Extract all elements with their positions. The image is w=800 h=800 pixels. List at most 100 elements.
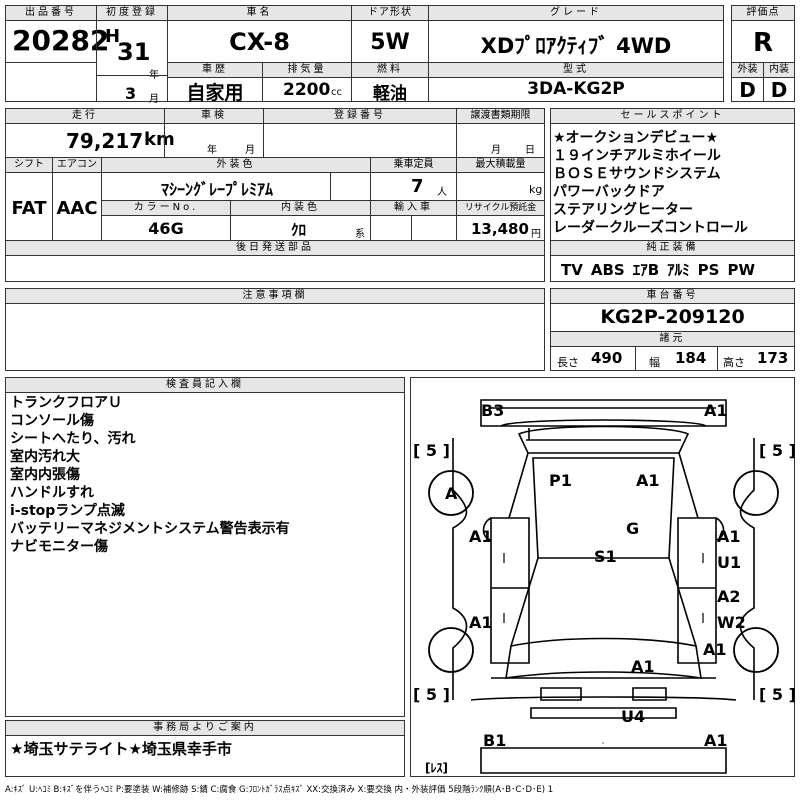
equipment-item: ｱﾙﾐ (667, 261, 690, 279)
door-cell: ドア形状 5W (351, 5, 429, 63)
office-notes-value: ★埼玉サテライト★埼玉県幸手市 (10, 740, 232, 758)
history-value: 自家用 (186, 82, 244, 104)
score-label: 評価点 (732, 6, 794, 21)
inspector-notes-label: 検査員記入欄 (6, 378, 404, 393)
later-parts-cell: 後日発送部品 (5, 240, 545, 282)
chassis-box: 車台番号 KG2P-209120 諸元 長さ 490 幅 184 高さ 173 (550, 288, 795, 371)
model-type-cell: 型式 3DA-KG2P (428, 62, 724, 102)
exterior-grade-cell: 外装 D (731, 62, 764, 102)
score-cell: 評価点 R (731, 5, 795, 63)
inspector-notes-box: 検査員記入欄 トランクフロアＵ コンソール傷シートへたり、汚れ室内汚れ大室内内張傷… (5, 377, 405, 717)
inspection-label: 車検 (165, 109, 263, 124)
inspector-note-item: トランクフロアＵ (10, 395, 122, 411)
damage-S1: S1 (594, 547, 617, 566)
recycle-value: 13,480 (471, 220, 529, 238)
damage-diagram: B3 A1 [ 5 ] [ 5 ] A P1 A1 G A1 A1 U1 S1 … (410, 377, 796, 777)
mileage-cell: 走行 79,217 km (5, 108, 175, 158)
inspector-note-item: ハンドルすれ (10, 485, 94, 501)
equipment-item: PS (697, 261, 720, 279)
displacement-value: 2200 (283, 80, 331, 100)
sales-points-label: セールスポイント (551, 109, 794, 124)
width-value: 184 (675, 349, 707, 367)
transfer-cell: 譲渡書類期限 月 日 (456, 108, 545, 158)
inspector-note-item: シートへたり、汚れ (10, 431, 136, 447)
grade-cell: グレード XDﾌﾟﾛｱｸﾃｨﾌﾞ 4WD (428, 5, 724, 63)
history-cell: 車歴 自家用 (167, 62, 263, 104)
persons-unit: 人 (437, 187, 447, 198)
legend: A:ｷｽﾞ U:ﾍｺﾐ B:ｷｽﾞを伴うﾍｺﾐ P:要塗装 W:補修跡 S:錆 … (5, 785, 554, 795)
width-label: 幅 (649, 356, 660, 369)
first-reg-label: 初度登録 (97, 6, 167, 21)
specs-label: 諸元 (551, 331, 794, 347)
mileage-value: 79,217 (66, 129, 144, 153)
damage-A1-roof: A1 (636, 471, 660, 490)
car-name-cell: 車名 CX-8 (167, 5, 352, 63)
capacity-cell: 乗車定員 7 人 (370, 157, 457, 201)
shift-cell: シフト FAT (5, 157, 53, 241)
length-label: 長さ (557, 356, 579, 369)
equipment-item: PW (727, 261, 755, 279)
notes-label: 注意事項欄 (6, 289, 544, 304)
color-no-value: 46G (148, 219, 184, 238)
inspection-year-unit: 年 (207, 145, 217, 156)
inspector-note-item: 室内内張傷 (10, 467, 80, 483)
reg-no-label: 登録番号 (264, 109, 456, 124)
inspector-note-item: ナビモニター傷 (10, 539, 108, 555)
shift-value: FAT (11, 198, 47, 219)
damage-U4: U4 (621, 707, 645, 726)
interior-color-cell: 内装色 ｸﾛ 系 (230, 200, 371, 241)
aircon-value: AAC (56, 198, 98, 219)
office-notes-label: 事務局よりご案内 (6, 721, 404, 736)
spare-tire: [ﾚｽ] (425, 761, 448, 775)
sales-point-item: レーダークルーズコントロール (553, 220, 748, 236)
interior-color-label: 内装色 (231, 201, 370, 216)
inspector-note-item: 室内汚れ大 (10, 449, 80, 465)
displacement-cell: 排気量 2200 cc (262, 62, 352, 102)
fuel-label: 燃料 (352, 63, 428, 78)
sales-point-item: ステアリングヒーター (553, 202, 693, 218)
grade-value: XDﾌﾟﾛｱｸﾃｨﾌﾞ 4WD (480, 34, 672, 58)
sales-point-item: １９インチアルミホイール (553, 148, 721, 164)
inspector-note-item: コンソール傷 (10, 413, 94, 429)
damage-B1: B1 (483, 731, 506, 750)
grade-label: グレード (429, 6, 723, 21)
mileage-label: 走行 (6, 109, 164, 124)
lot-no-label: 出品番号 (6, 6, 96, 21)
max-load-label: 最大積載量 (457, 158, 544, 173)
capacity-label: 乗車定員 (371, 158, 456, 173)
damage-A1-right-3: A1 (703, 640, 727, 659)
equipment-item: ｴｱB (632, 261, 660, 279)
damage-G: G (626, 519, 639, 538)
transfer-month: 月 (491, 145, 501, 156)
kg-unit: kg (529, 183, 543, 196)
height-value: 173 (757, 349, 789, 367)
exterior-grade-label: 外装 (732, 63, 763, 78)
car-name-label: 車名 (168, 6, 351, 21)
import-label: 輸入車 (371, 201, 456, 216)
transfer-day: 日 (525, 145, 535, 156)
damage-W2: W2 (717, 613, 746, 632)
door-label: ドア形状 (352, 6, 428, 21)
color-no-label: カラーNo. (102, 201, 230, 216)
equipment-item: TV (561, 261, 583, 279)
fuel-value: 軽油 (373, 84, 407, 104)
door-value: 5W (370, 30, 410, 55)
tire-rear-right: [ 5 ] (759, 685, 796, 704)
inspection-month-unit: 月 (245, 145, 255, 156)
recycle-label: リサイクル預託金 (457, 201, 544, 216)
damage-A1-right-1: A1 (717, 527, 741, 546)
equipment-item: ABS (590, 261, 625, 279)
score-value: R (752, 28, 774, 58)
transfer-label: 譲渡書類期限 (457, 109, 544, 124)
reg-month: 3 (125, 84, 137, 103)
inspector-note-item: i-stopランプ点滅 (10, 503, 125, 519)
sales-point-item: ★オークションデビュー★ (553, 130, 719, 146)
damage-A1-rear-right: A1 (704, 401, 728, 420)
tire-front-left: [ 5 ] (413, 441, 450, 460)
car-outline-diagram: B3 A1 [ 5 ] [ 5 ] A P1 A1 G A1 A1 U1 S1 … (413, 399, 796, 775)
km-unit: km (144, 129, 175, 150)
interior-grade-label: 内装 (764, 63, 794, 78)
damage-B3: B3 (481, 401, 504, 420)
cc-unit: cc (331, 87, 342, 98)
